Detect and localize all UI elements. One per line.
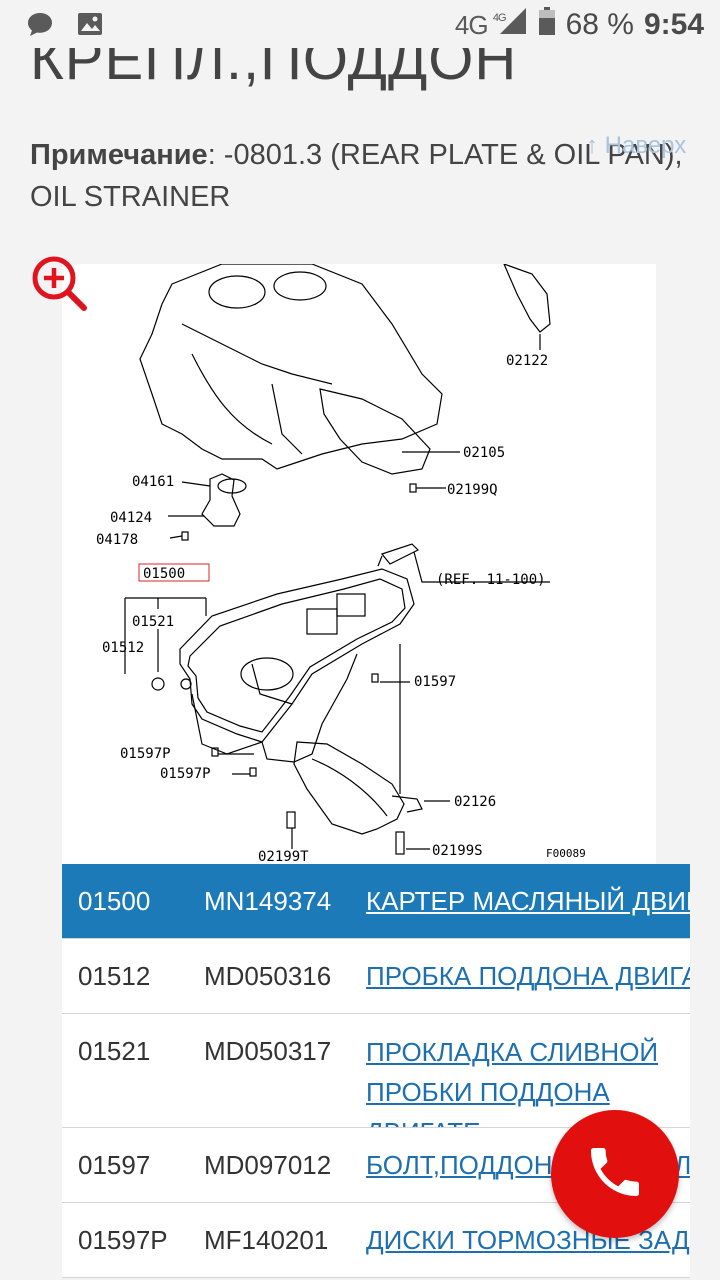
- parts-diagram[interactable]: 02122 02105 02199Q 04161 04124 04178 015…: [62, 264, 656, 864]
- clock: 9:54: [643, 8, 704, 41]
- diagram-label[interactable]: 04161: [132, 474, 174, 490]
- part-number: MN149374: [204, 886, 332, 916]
- ref-number: 01597: [78, 1150, 151, 1180]
- diagram-label[interactable]: (REF. 11-100): [436, 572, 546, 588]
- diagram-label[interactable]: 02199T: [258, 849, 309, 864]
- diagram-label[interactable]: 01500: [143, 566, 185, 582]
- part-number: MD050317: [204, 1036, 332, 1066]
- ref-number: 01521: [78, 1036, 151, 1066]
- ref-number: 01512: [78, 961, 151, 991]
- image-icon: [76, 10, 104, 43]
- phone-icon: [583, 1140, 647, 1209]
- ref-number: 01500: [78, 886, 151, 916]
- battery-icon: [538, 6, 556, 44]
- note-text: : -0801.3 (REAR PLATE & OIL PAN), OIL ST…: [30, 139, 683, 213]
- table-row[interactable]: 01500 MN149374 КАРТЕР МАСЛЯНЫЙ ДВИГАТЕЛЯ: [62, 864, 690, 939]
- diagram-label[interactable]: 04178: [96, 532, 138, 548]
- part-name-link[interactable]: ПРОБКА ПОДДОНА ДВИГАТЕЛЯ: [366, 961, 690, 991]
- part-number: MD050316: [204, 961, 332, 991]
- diagram-label[interactable]: 01597P: [120, 746, 171, 762]
- diagram-label[interactable]: 04124: [110, 510, 152, 526]
- diagram-label[interactable]: 02199Q: [447, 482, 498, 498]
- table-row[interactable]: 01512 MD050316 ПРОБКА ПОДДОНА ДВИГАТЕЛЯ: [62, 939, 690, 1014]
- note: Примечание: -0801.3 (REAR PLATE & OIL PA…: [30, 134, 690, 218]
- diagram-label[interactable]: 02122: [506, 353, 548, 369]
- signal-icon: [498, 6, 528, 44]
- ref-number: 01597P: [78, 1225, 168, 1255]
- diagram-label[interactable]: 02126: [454, 794, 496, 810]
- chat-icon: [26, 10, 54, 43]
- note-label: Примечание: [30, 139, 208, 171]
- part-number: MF140201: [204, 1225, 329, 1255]
- part-number: MD097012: [204, 1150, 332, 1180]
- table-row[interactable]: 01521 MD050317 ПРОКЛАДКА СЛИВНОЙ ПРОБКИ …: [62, 1014, 690, 1128]
- parts-table: 01500 MN149374 КАРТЕР МАСЛЯНЫЙ ДВИГАТЕЛЯ…: [62, 864, 690, 1278]
- diagram-label[interactable]: 02199S: [432, 843, 483, 859]
- zoom-in-icon[interactable]: [30, 254, 88, 312]
- diagram-code: F00089: [546, 847, 586, 860]
- battery-level: 68 %: [565, 8, 634, 41]
- back-to-top-link[interactable]: ↑ Наверх: [586, 132, 687, 159]
- diagram-label[interactable]: 01512: [102, 640, 144, 656]
- call-button[interactable]: [551, 1110, 679, 1238]
- diagram-label[interactable]: 01521: [132, 614, 174, 630]
- diagram-label[interactable]: 01597P: [160, 766, 211, 782]
- diagram-label[interactable]: 01597: [414, 674, 456, 690]
- part-name-link[interactable]: ПРОКЛАДКА СЛИВНОЙ ПРОБКИ ПОДДОНА ДВИГАТЕ: [366, 1037, 659, 1127]
- part-name-link[interactable]: КАРТЕР МАСЛЯНЫЙ ДВИГАТЕЛЯ: [366, 886, 690, 916]
- diagram-label[interactable]: 02105: [463, 445, 505, 461]
